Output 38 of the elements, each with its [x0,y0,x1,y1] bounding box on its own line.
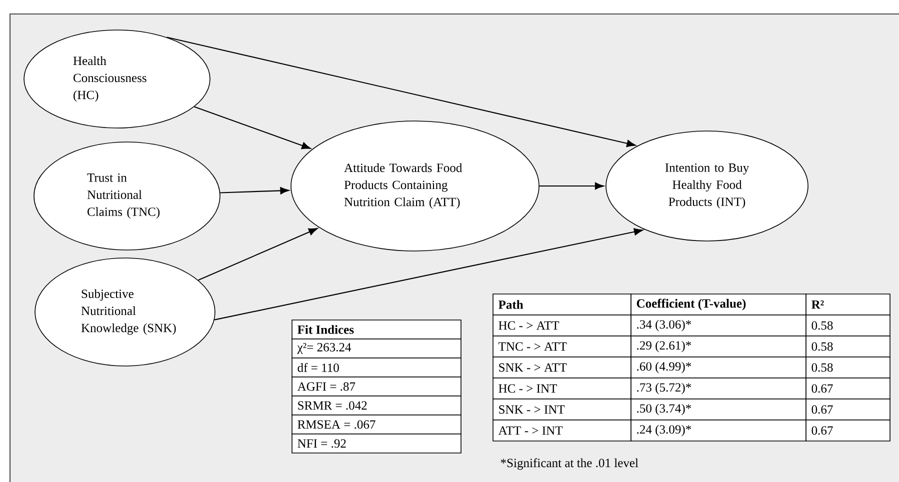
construct-label: Intention to Buy Healthy Food Products (INT) [665,163,750,209]
table-cell: HC - > INT [492,378,632,400]
table-cell: HC - > ATT [492,314,632,336]
construct-label: Subjective Nutritional Knowledge (SNK) [81,289,176,335]
table-cell: 0.67 [806,398,890,420]
arrow [198,228,318,281]
table-cell: R² [806,294,890,316]
table-cell: 0.67 [806,420,890,442]
arrow [539,182,604,190]
table-cell: 0.58 [806,356,890,378]
table-cell: AGFI = .87 [292,376,462,396]
construct-ellipse [34,142,220,250]
table-cell: SNK - > ATT [492,356,632,378]
table-cell: SNK - > INT [492,398,632,420]
construct-ellipse [606,130,808,242]
construct-label: Attitude Towards Food Products Containing Nutrition Claim (ATT) [344,163,462,209]
footnote: *Significant at the .01 level [500,458,638,470]
table-cell: ATT - > INT [492,420,632,442]
construct-label: Health Consciousness (HC) [73,56,146,102]
table-cell: TNC - > ATT [492,336,632,358]
table-cell: χ²= 263.24 [292,338,462,358]
construct-ellipse [290,120,540,252]
table-cell: 0.58 [806,314,890,336]
construct-label: Trust in Nutritional Claims (TNC) [87,173,160,219]
table-cell: 0.67 [806,378,890,400]
construct-ellipse [24,30,210,128]
table-cell: RMSEA = .067 [292,414,462,434]
arrow [166,36,636,148]
arrow [214,228,644,320]
construct-ellipse [34,258,216,366]
table-cell: df = 110 [292,358,462,378]
table-cell: SRMR = .042 [292,396,462,416]
table-cell: NFI = .92 [292,434,462,454]
table-cell: Path [492,294,632,316]
table-cell: Fit Indices [292,320,462,340]
table-cell: 0.58 [806,336,890,358]
arrow [194,106,311,150]
arrow [220,187,290,194]
